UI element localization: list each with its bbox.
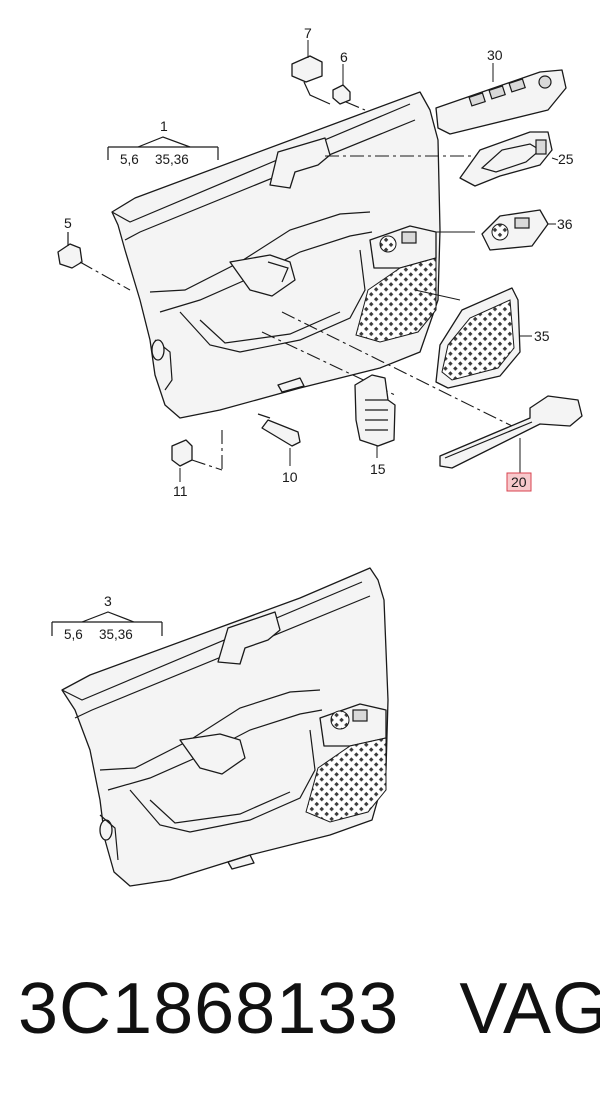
part-36-speaker-cover bbox=[481, 209, 556, 251]
callout-20: 20 bbox=[511, 474, 527, 490]
callout-20-highlight bbox=[506, 472, 532, 492]
part-6-clip bbox=[332, 64, 366, 111]
part-7-nut bbox=[291, 40, 331, 105]
callout-36: 36 bbox=[557, 216, 573, 232]
callout-10: 10 bbox=[282, 469, 298, 485]
part-25-door-handle bbox=[459, 131, 559, 187]
callout-5: 5 bbox=[64, 215, 72, 231]
group-bracket-3: 3 5,6 35,36 bbox=[51, 593, 163, 642]
part-10-screw bbox=[257, 413, 301, 466]
callout-30: 30 bbox=[487, 47, 503, 63]
callout-25: 25 bbox=[558, 151, 574, 167]
part-30-switch-bezel bbox=[435, 63, 567, 135]
part-number: 3C1868133 bbox=[18, 969, 400, 1049]
door-trim-panel-top bbox=[111, 91, 521, 431]
part-35-mesh-insert bbox=[435, 287, 532, 389]
group-sub-b-1: 35,36 bbox=[155, 152, 189, 167]
group-bracket-1: 1 5,6 35,36 bbox=[107, 118, 219, 167]
group-label-3: 3 bbox=[104, 593, 112, 609]
callout-7: 7 bbox=[304, 25, 312, 41]
group-label-1: 1 bbox=[160, 118, 168, 134]
part-number-footer: 3C1868133 VAG bbox=[18, 968, 600, 1050]
part-5-clip bbox=[57, 232, 131, 291]
callout-6: 6 bbox=[340, 49, 348, 65]
callout-35: 35 bbox=[534, 328, 550, 344]
callout-11: 11 bbox=[173, 483, 188, 499]
door-trim-panel-bottom bbox=[61, 567, 389, 887]
callout-15: 15 bbox=[370, 461, 386, 477]
group-sub-b-3: 35,36 bbox=[99, 627, 133, 642]
part-15-bracket bbox=[354, 374, 396, 458]
group-sub-a-3: 5,6 bbox=[64, 627, 83, 642]
part-11-clip bbox=[171, 430, 223, 482]
part-20-armrest-insert bbox=[439, 395, 583, 474]
group-sub-a-1: 5,6 bbox=[120, 152, 139, 167]
brand-name: VAG bbox=[459, 969, 600, 1049]
